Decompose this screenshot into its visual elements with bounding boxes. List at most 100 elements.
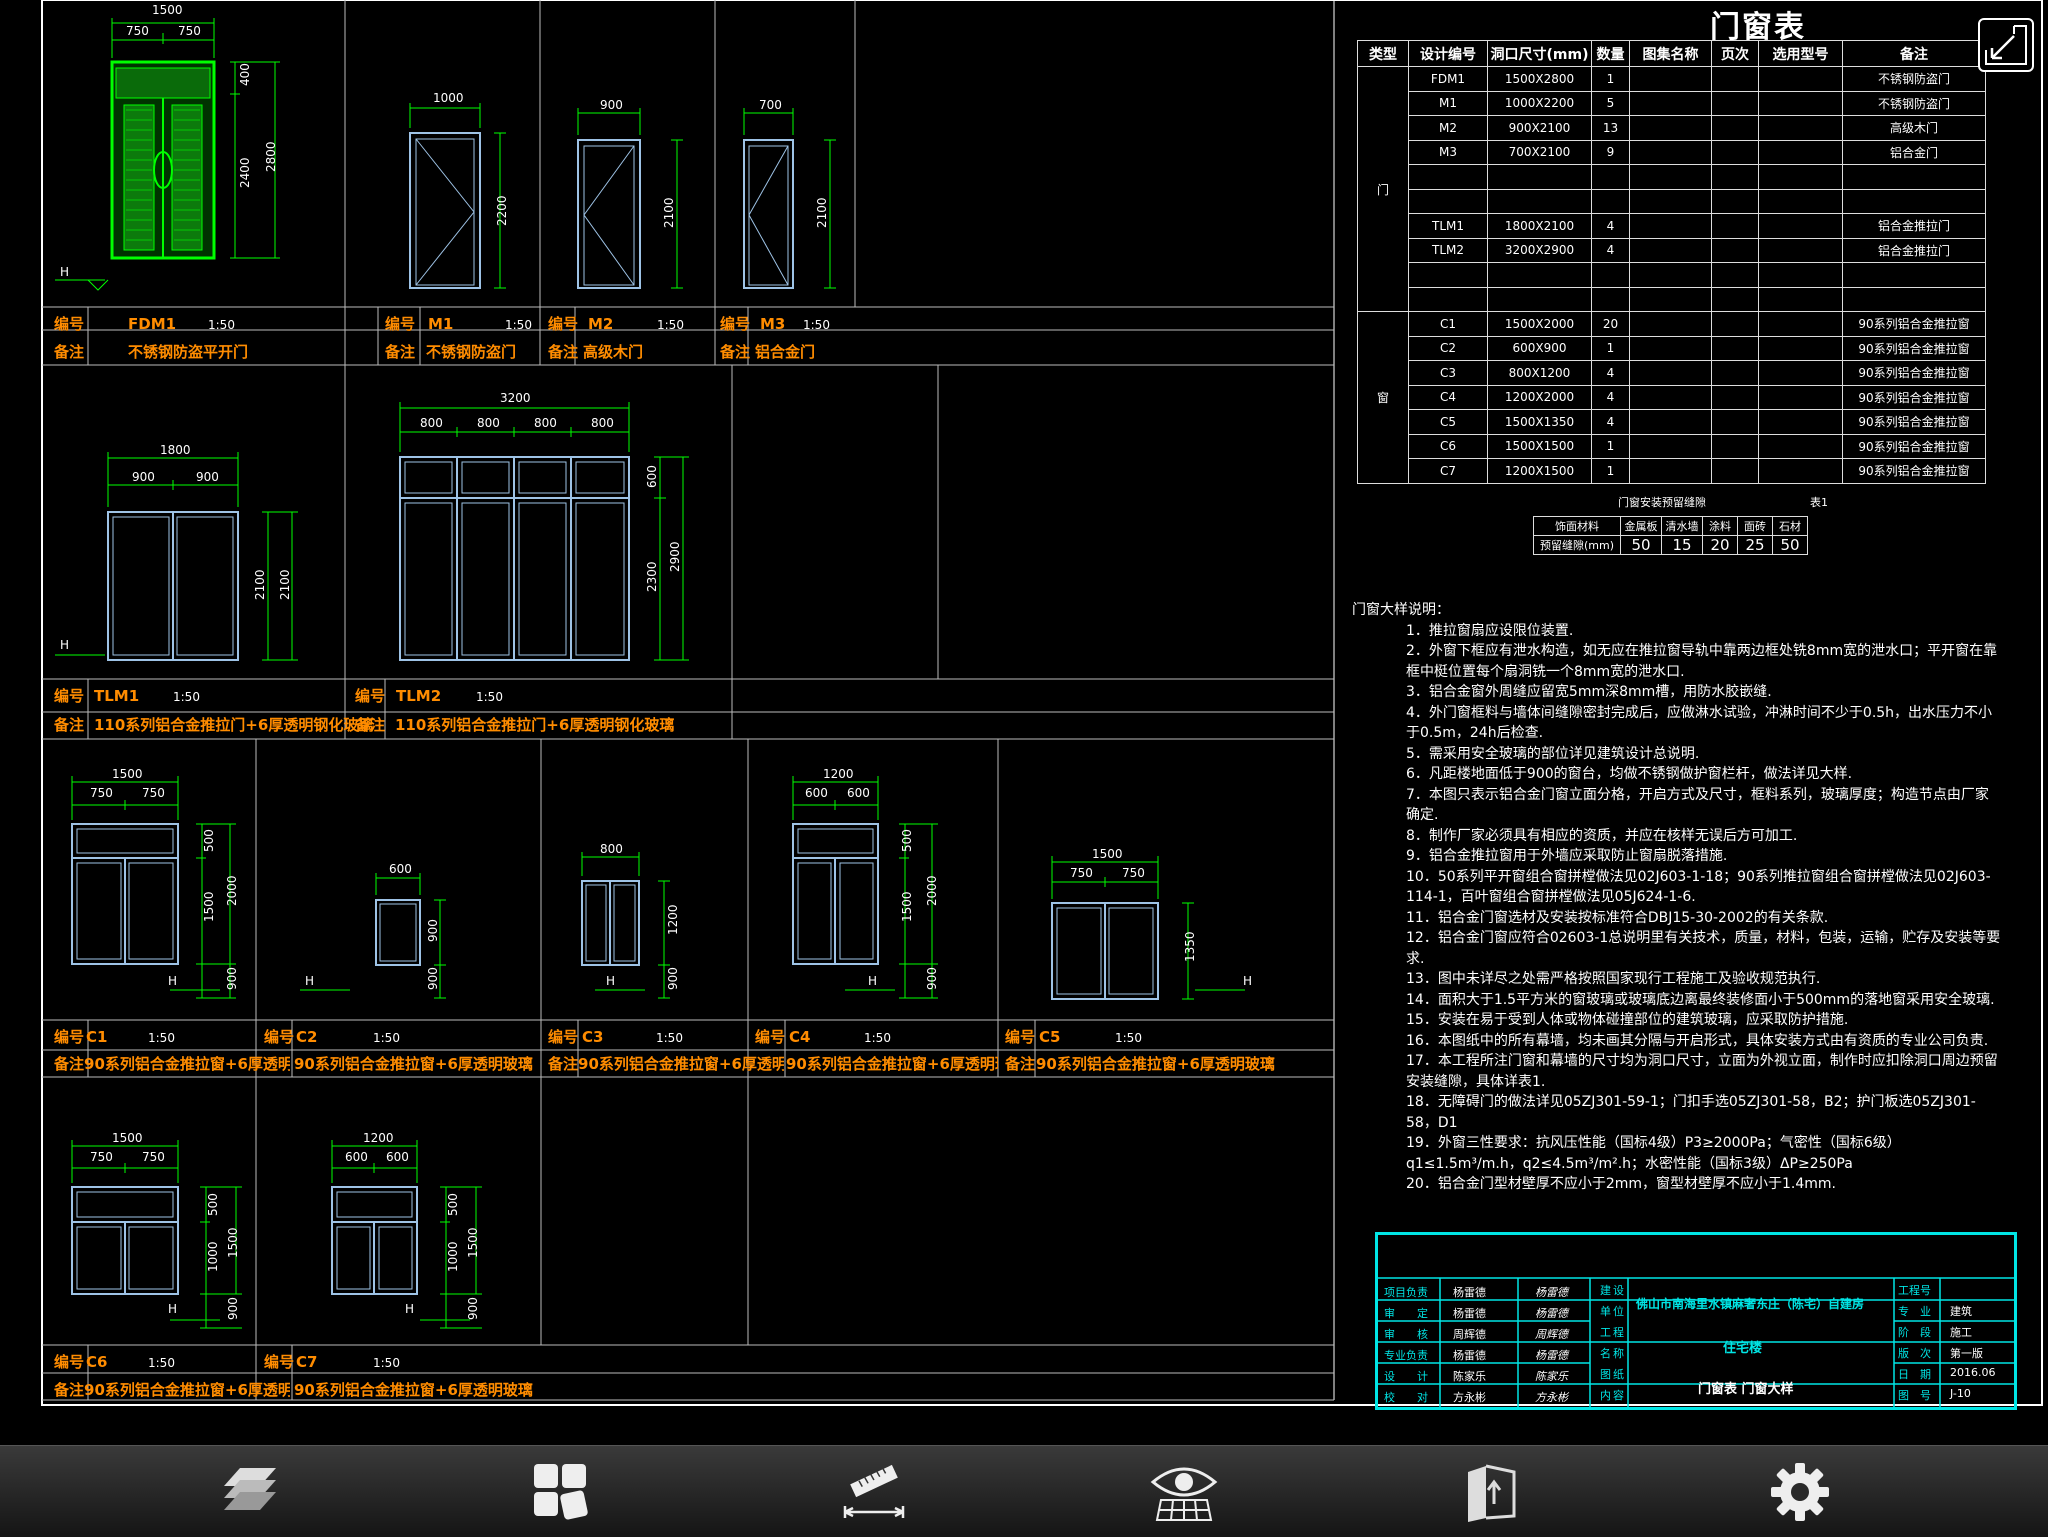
detail-code-c4: C4 [789, 1028, 811, 1046]
dim-text: 1350 [1183, 931, 1197, 962]
tb-content: 门窗表 门窗大样 [1698, 1382, 1794, 1397]
note-item: 2．外窗下框应有泄水构造，如无应在推拉窗导轨中靠两边框处铣8mm宽的泄水口；平开… [1406, 643, 1998, 680]
dim-text: 2000 [925, 875, 939, 906]
code-label: 编号 [264, 1028, 295, 1046]
gap-table-title: 门窗安装预留缝隙 [1618, 496, 1706, 509]
dim-text: 3200 [500, 391, 531, 405]
tb-label: 建 [1600, 1284, 1611, 1297]
dim-text: 750 [90, 1150, 113, 1164]
ground-marker: H [305, 974, 315, 988]
dim-text: 2800 [264, 141, 278, 172]
tb-meta-value: 建筑 [1950, 1305, 1972, 1318]
tb-role: 审 核 [1384, 1328, 1428, 1341]
cad-drawing-canvas[interactable]: 1500 750 750 400 2400 2800 1000 2200 900… [0, 0, 2048, 1445]
measure-button[interactable] [814, 1446, 934, 1537]
tb-meta-value: 第一版 [1950, 1347, 1983, 1360]
dim-text: 700 [759, 98, 782, 112]
scale-label: 1:50 [373, 1031, 400, 1045]
tb-name: 杨雷德 [1453, 1307, 1486, 1320]
scale-label: 1:50 [476, 690, 503, 704]
dim-text: 900 [426, 919, 440, 942]
fdm1-elevation [110, 60, 216, 260]
dim-text: 900 [466, 1297, 480, 1320]
dim-text: 1800 [160, 443, 191, 457]
dim-text: 900 [226, 1297, 240, 1320]
tb-role: 校 对 [1384, 1391, 1428, 1404]
measure-icon [843, 1464, 905, 1518]
dim-text: 900 [132, 470, 155, 484]
type-cell-door: 门 [1357, 66, 1409, 312]
dim-text: 900 [600, 98, 623, 112]
table-row: 饰面材料金属板清水墙涂料面砖石材 [1533, 516, 1808, 536]
ground-marker: H [168, 974, 178, 988]
note-item: 15．安装在易于受到人体或物体碰撞部位的建筑玻璃，应采取防护措施. [1406, 1012, 1849, 1028]
note-label: 备注 [54, 716, 85, 734]
bottom-toolbar [0, 1445, 2048, 1537]
exit-fullscreen-button[interactable] [1978, 18, 2034, 72]
layers-button[interactable] [190, 1446, 310, 1537]
schedule-header-row: 类型 设计编号 洞口尺寸(mm) 数量 图集名称 页次 选用型号 备注 [1357, 40, 1986, 67]
tb-label: 名 [1600, 1347, 1611, 1360]
tb-name: 陈家乐 [1453, 1370, 1486, 1383]
dim-text: 500 [206, 1193, 220, 1216]
tb-signature: 杨雷德 [1535, 1307, 1568, 1320]
schedule-title: 门窗表 [1710, 10, 1806, 45]
view-button[interactable] [1124, 1446, 1244, 1537]
tb-label: 工 [1600, 1326, 1611, 1339]
dim-text: 600 [386, 1150, 409, 1164]
note-item: 1．推拉窗扇应设限位装置. [1406, 622, 1574, 639]
dim-text: 400 [238, 63, 252, 86]
code-label: 编号 [54, 1028, 85, 1046]
view-icon [1150, 1467, 1218, 1521]
code-label: 编号 [720, 315, 751, 333]
ground-marker: H [60, 638, 70, 652]
schedule-header: 选用型号 [1758, 40, 1843, 67]
dim-text: 1000 [206, 1241, 220, 1272]
detail-note-fdm1: 不锈钢防盗平开门 [128, 343, 249, 361]
table-row [1358, 164, 1986, 190]
tb-signature: 陈家乐 [1535, 1370, 1568, 1383]
layout-button[interactable] [500, 1446, 620, 1537]
note-item: 13．图中未详尽之处需严格按照国家现行工程施工及验收规范执行. [1406, 971, 1821, 987]
code-label: 编号 [548, 315, 579, 333]
dim-text: 1500 [202, 891, 216, 922]
code-label: 编号 [264, 1353, 295, 1371]
dim-text: 1500 [900, 891, 914, 922]
tb-role: 设 计 [1384, 1370, 1428, 1383]
detail-note-tlm2: 110系列铝合金推拉门+6厚透明钢化玻璃 [395, 716, 675, 734]
tb-signature: 杨雷德 [1535, 1349, 1568, 1362]
tb-meta-label: 日 期 [1898, 1368, 1931, 1381]
ground-marker: H [168, 1302, 178, 1316]
dim-text: 900 [666, 967, 680, 990]
dim-text: 1000 [433, 91, 464, 105]
dim-text: 1500 [112, 1131, 143, 1145]
tb-meta-value: 施工 [1950, 1326, 1972, 1339]
settings-button[interactable] [1740, 1446, 1860, 1537]
title-block: 项目负责 审 定 审 核 专业负责 设 计 校 对 杨雷德 杨雷德 周辉德 杨雷… [1375, 1232, 2017, 1410]
tb-meta-label: 专 业 [1898, 1305, 1931, 1318]
tb-role: 专业负责 [1384, 1349, 1428, 1362]
schedule-header: 图集名称 [1629, 40, 1712, 67]
dim-text: 600 [847, 786, 870, 800]
export-button[interactable] [1430, 1446, 1550, 1537]
schedule-header: 页次 [1711, 40, 1759, 67]
tb-label: 纸 [1613, 1368, 1624, 1381]
dim-text: 500 [900, 829, 914, 852]
detail-note-c7: 90系列铝合金推拉窗+6厚透明玻璃 [294, 1381, 533, 1399]
layers-icon [224, 1467, 276, 1510]
dim-text: 500 [202, 829, 216, 852]
dim-text: 750 [142, 1150, 165, 1164]
dim-text: 900 [925, 967, 939, 990]
schedule-header: 类型 [1357, 40, 1409, 67]
dim-text: 600 [645, 465, 659, 488]
tb-name: 方永彬 [1453, 1391, 1486, 1404]
dim-text: 600 [805, 786, 828, 800]
dim-text: 1500 [226, 1227, 240, 1258]
detail-code-c5: C5 [1039, 1028, 1061, 1046]
collapse-arrow-icon [1985, 25, 2027, 65]
detail-code-c6: C6 [86, 1353, 108, 1371]
